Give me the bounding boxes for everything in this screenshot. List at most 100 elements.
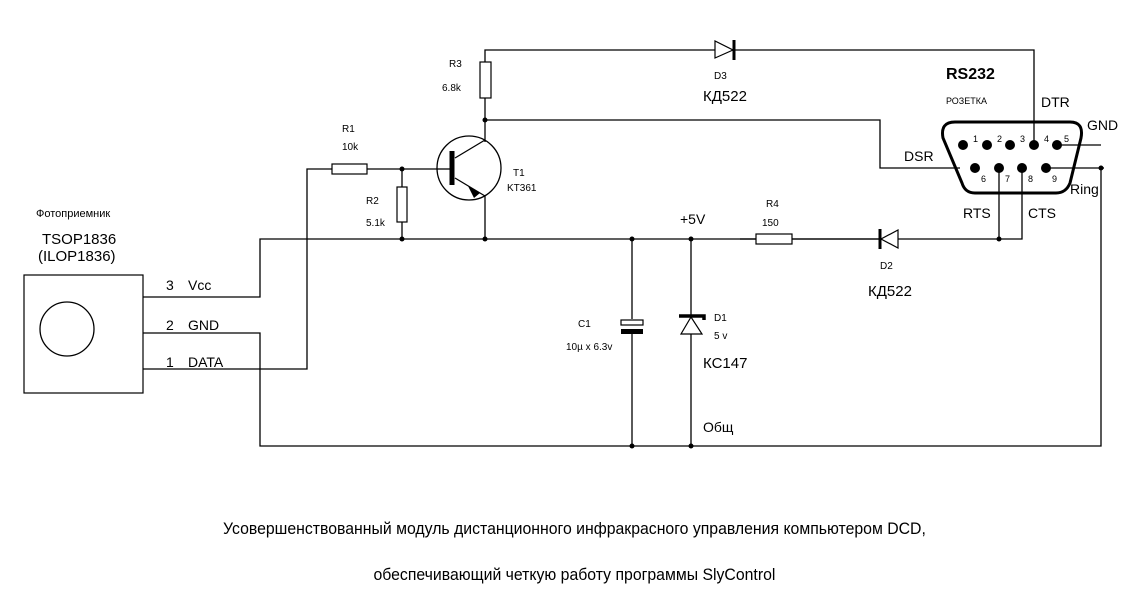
pin-1-number: 1: [166, 354, 174, 370]
r4-value: 150: [762, 218, 779, 229]
t1-value: KT361: [507, 183, 537, 194]
pin-number: 4: [1044, 134, 1049, 144]
diode-d2: D2 КД522: [792, 229, 912, 300]
r2-ref: R2: [366, 196, 379, 207]
r2-value: 5.1k: [366, 218, 386, 229]
d1-ref: D1: [714, 313, 727, 324]
wires: [143, 49, 1104, 447]
resistor-r2: R2 5.1k: [366, 186, 408, 229]
c1-ref: C1: [578, 319, 591, 330]
caption-line-2: обеспечивающий четкую работу программы S…: [373, 565, 776, 584]
wire-dsr: [485, 119, 960, 169]
connector-pin-1: [958, 140, 968, 150]
connector-pin-8: [1017, 163, 1027, 173]
transistor-collector: [454, 139, 486, 159]
photoreceiver-lens: [39, 301, 95, 357]
connector-shell: [941, 120, 1083, 195]
junction-dot: [399, 166, 405, 172]
emitter-arrow-icon: [468, 186, 480, 198]
connector-pin-4: [1029, 140, 1039, 150]
zener-d1: D1 5 v КС147: [679, 313, 747, 372]
connector-pin-6: [970, 163, 980, 173]
junction-dot: [482, 236, 488, 242]
resistor-r1: R1 10k: [331, 124, 368, 175]
wire-data: [143, 168, 332, 370]
junction-dot: [688, 236, 694, 242]
zener-triangle: [679, 315, 704, 335]
net-label-vcc: +5V: [680, 211, 706, 227]
pin-number: 7: [1005, 174, 1010, 184]
pin-number: 8: [1028, 174, 1033, 184]
r1-value: 10k: [342, 142, 359, 153]
resistor-r3-body: [479, 61, 492, 99]
capacitor-c1: C1 10µ x 6.3v: [566, 319, 644, 353]
capacitor-plate-negative: [621, 329, 643, 334]
connector-title: RS232: [946, 66, 995, 83]
signal-ring: Ring: [1070, 181, 1099, 197]
junction-dot: [629, 236, 635, 242]
diode-d2-triangle: [879, 229, 899, 249]
junctions: [399, 117, 1104, 449]
resistor-r1-body: [331, 163, 368, 175]
signal-dtr: DTR: [1041, 94, 1070, 110]
transistor-t1: T1 KT361: [436, 135, 537, 201]
pin-3-name: Vcc: [188, 277, 211, 293]
c1-value: 10µ x 6.3v: [566, 342, 612, 353]
resistor-r4: R4 150: [740, 199, 793, 245]
rs232-connector: RS232 РОЗЕТКА 1 2 3 4 5 6 7 8 9 DTR GND …: [904, 66, 1118, 221]
resistor-r2-body: [396, 186, 408, 223]
pin-number: 3: [1020, 134, 1025, 144]
wire-ground-rail: [143, 167, 1102, 447]
photoreceiver-part: TSOP1836: [42, 231, 116, 248]
connector-subtitle: РОЗЕТКА: [946, 96, 987, 106]
d1-part: КС147: [703, 355, 747, 372]
d3-ref: D3: [714, 71, 727, 82]
photoreceiver-body: [23, 274, 144, 394]
diode-d3-triangle: [714, 40, 735, 59]
signal-rts: RTS: [963, 205, 991, 221]
pin-1-name: DATA: [188, 354, 224, 370]
connector-pin-7: [994, 163, 1004, 173]
pin-number: 2: [997, 134, 1002, 144]
diode-d3: D3 КД522: [703, 40, 747, 105]
t1-ref: T1: [513, 168, 525, 179]
connector-pin-2: [982, 140, 992, 150]
pin-number: 5: [1064, 134, 1069, 144]
junction-dot: [688, 443, 694, 449]
resistor-r3: R3 6.8k: [442, 59, 492, 99]
signal-gnd: GND: [1087, 117, 1118, 133]
photoreceiver-module: Фотоприемник TSOP1836 (ILOP1836) 3 Vcc 2…: [23, 208, 224, 394]
transistor-emitter: [454, 177, 486, 197]
d3-part: КД522: [703, 88, 747, 105]
photoreceiver-alt-part: (ILOP1836): [38, 248, 116, 265]
pin-2-number: 2: [166, 317, 174, 333]
pin-2-name: GND: [188, 317, 219, 333]
r1-ref: R1: [342, 124, 355, 135]
connector-pin-9: [1041, 163, 1051, 173]
junction-dot: [629, 443, 635, 449]
d2-part: КД522: [868, 283, 912, 300]
signal-cts: CTS: [1028, 205, 1056, 221]
resistor-r4-body: [755, 233, 793, 245]
capacitor-plate-positive: [620, 319, 644, 326]
pin-number: 6: [981, 174, 986, 184]
r3-ref: R3: [449, 59, 462, 70]
zener-bar: [679, 314, 706, 320]
signal-dsr: DSR: [904, 148, 934, 164]
d2-ref: D2: [880, 261, 893, 272]
junction-dot: [482, 117, 488, 123]
connector-pin-5: [1052, 140, 1062, 150]
wire-cts: [999, 172, 1023, 240]
r3-value: 6.8k: [442, 83, 462, 94]
junction-dot: [996, 236, 1002, 242]
transistor-envelope: [436, 135, 502, 201]
junction-dot: [1098, 165, 1104, 171]
wire-dtr: [484, 49, 1035, 143]
pin-number: 9: [1052, 174, 1057, 184]
caption-line-1: Усовершенствованный модуль дистанционног…: [222, 519, 926, 538]
junction-dot: [399, 236, 405, 242]
d1-value: 5 v: [714, 331, 727, 342]
photoreceiver-title: Фотоприемник: [36, 208, 110, 220]
r4-ref: R4: [766, 199, 779, 210]
